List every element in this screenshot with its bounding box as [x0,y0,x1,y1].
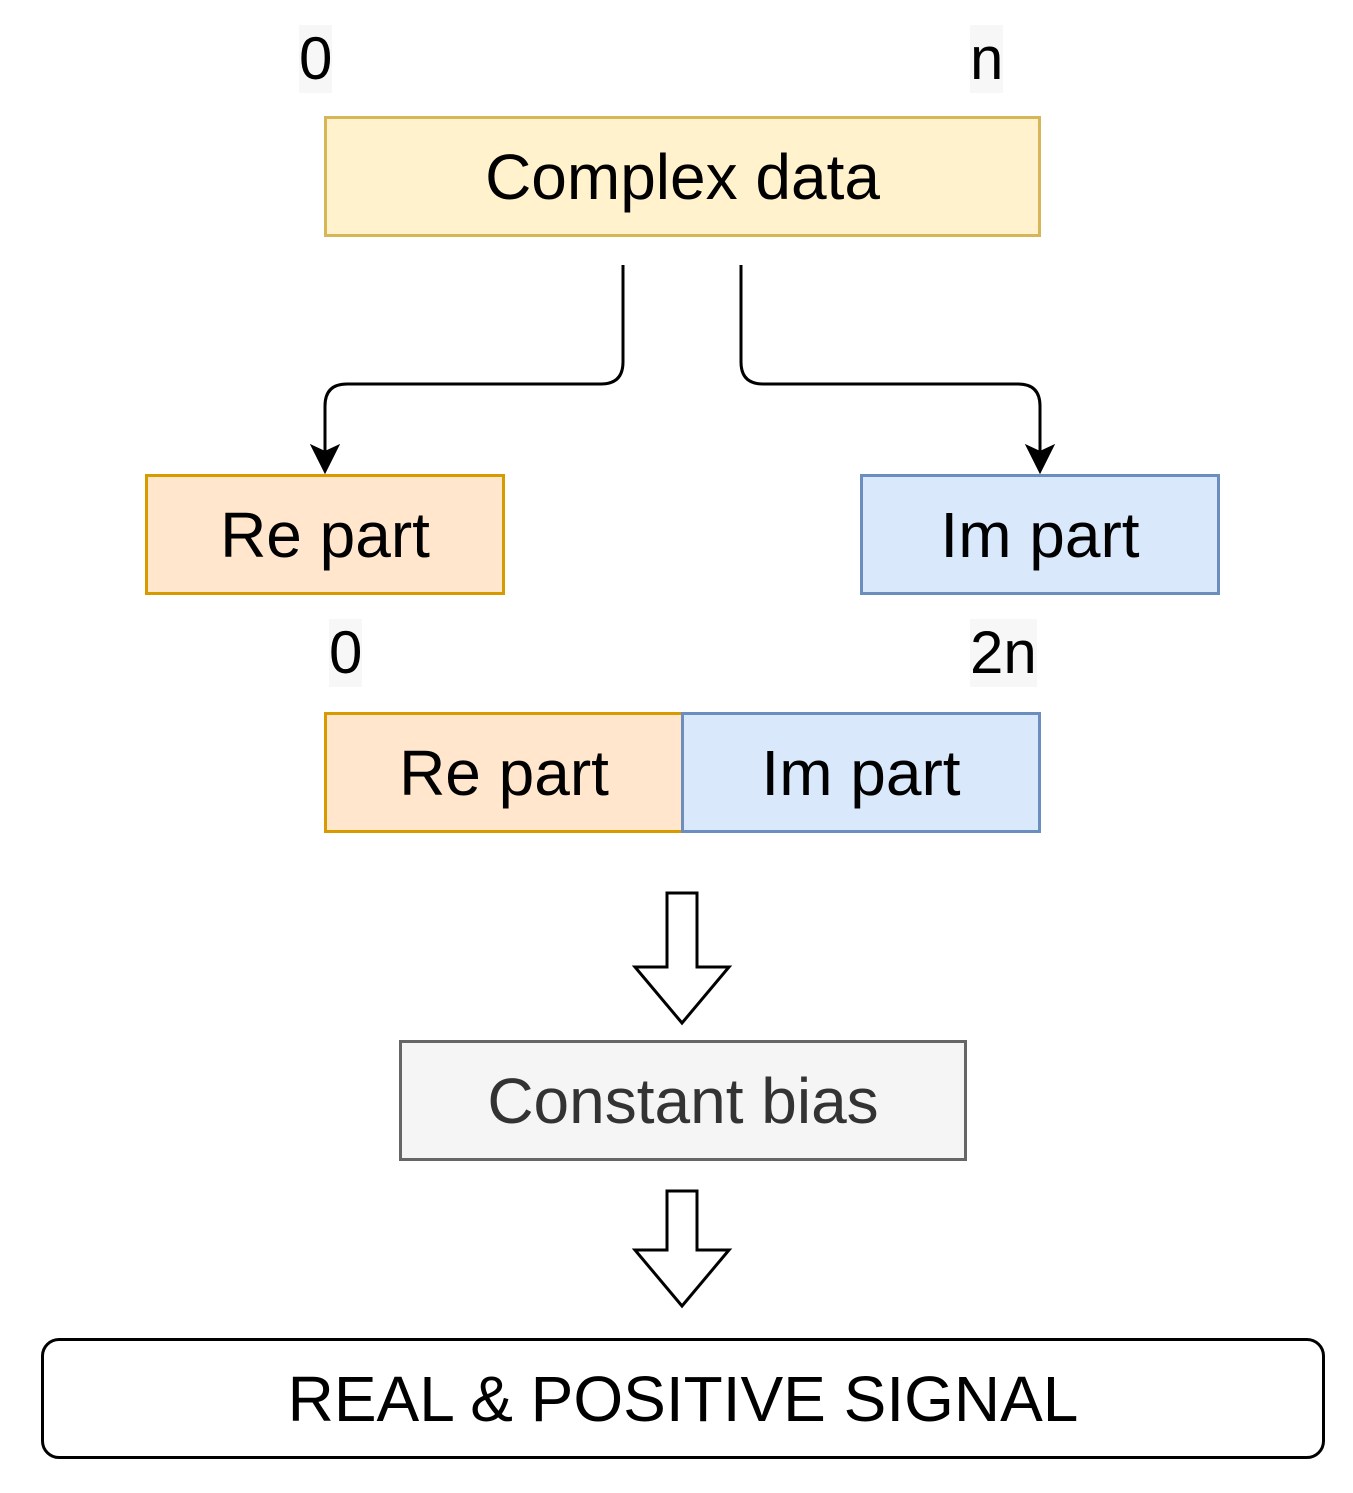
re-part-box: Re part [145,474,505,595]
complex-data-label: Complex data [485,140,880,213]
real-positive-signal-label: REAL & POSITIVE SIGNAL [287,1362,1079,1435]
im-part-box: Im part [860,474,1220,595]
real-positive-signal-box: REAL & POSITIVE SIGNAL [41,1338,1325,1459]
index-start-concat: 0 [329,619,363,687]
constant-bias-label: Constant bias [487,1064,879,1137]
index-start-top: 0 [299,25,333,93]
concat-im-part-box: Im part [681,712,1041,833]
arrow-to-im-part [739,265,1042,468]
block-arrow-to-output [631,1189,733,1309]
concat-re-part-label: Re part [399,736,609,809]
block-arrow-to-bias [631,891,733,1026]
im-part-label: Im part [940,498,1140,571]
index-end-concat: 2n [970,619,1037,687]
concat-re-part-box: Re part [324,712,684,833]
arrow-to-re-part [323,265,625,468]
index-end-top: n [970,25,1004,93]
re-part-label: Re part [220,498,430,571]
complex-data-box: Complex data [324,116,1041,237]
constant-bias-box: Constant bias [399,1040,967,1161]
arrow-head-im [1024,443,1056,475]
arrow-head-re [309,443,341,475]
concat-im-part-label: Im part [761,736,961,809]
